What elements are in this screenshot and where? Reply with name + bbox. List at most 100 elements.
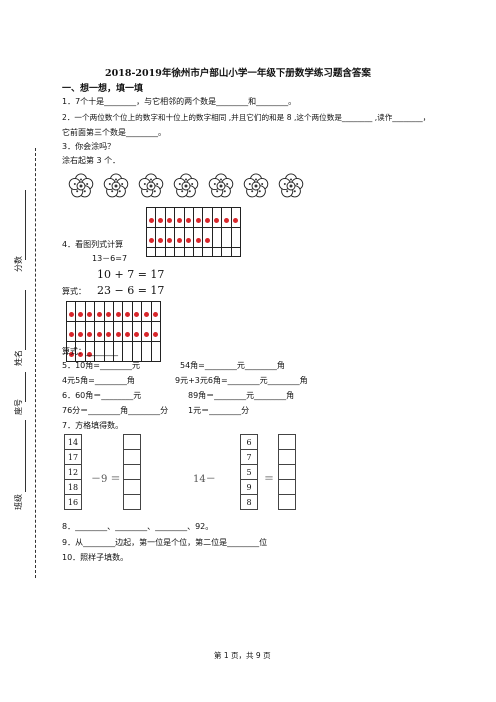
answer-cell[interactable] [278, 464, 296, 480]
red-dot [195, 218, 201, 223]
red-dot [153, 332, 159, 337]
grid-cell [84, 321, 96, 342]
number-cell: 5 [240, 464, 258, 480]
question-6b: 89角＝________元________角 [188, 391, 295, 400]
grid-cell [103, 321, 114, 342]
red-dot [186, 218, 192, 223]
grid-cell [221, 246, 232, 258]
grid-cell [164, 207, 176, 228]
question-2-line1: 2．一个两位数个位上的数字和十位上的数字相同 ,并且它们的和是 8 ,这个两位数… [62, 113, 431, 122]
answer-cell[interactable] [123, 464, 141, 480]
red-dot [125, 332, 131, 337]
name-underline [25, 290, 26, 350]
red-dot [143, 332, 149, 337]
question-8: 8．________、________、________、92。 [62, 522, 214, 531]
class-underline [25, 420, 26, 492]
score-underline [25, 190, 26, 260]
grid-cell [141, 321, 152, 342]
grid-cell [122, 341, 133, 362]
flower-icon[interactable] [278, 173, 304, 199]
number-cell: 8 [240, 494, 258, 510]
flower-icon[interactable] [103, 173, 129, 199]
flower-icon[interactable] [68, 173, 94, 199]
grid-cell [112, 321, 124, 342]
grid-cell [230, 227, 241, 248]
red-dot [158, 218, 164, 223]
red-dot [87, 312, 93, 317]
number-cell: 6 [240, 434, 258, 450]
grid-cell [230, 207, 241, 228]
question-4-label: 算式： [62, 287, 86, 296]
grid-cell [155, 227, 166, 248]
question-1: 1．7个十是________，与它相邻的两个数是________和_______… [62, 97, 297, 106]
red-dot [68, 332, 74, 337]
red-dot [106, 332, 112, 337]
grid-cell [103, 301, 114, 322]
red-dot [115, 332, 121, 337]
answer-cell[interactable] [123, 449, 141, 465]
red-dot [186, 238, 192, 243]
grid-cell [174, 246, 185, 258]
flower-icon[interactable] [173, 173, 199, 199]
answer-cell[interactable] [278, 449, 296, 465]
grid-cell [192, 227, 204, 248]
grid-cell [94, 321, 105, 342]
question-6a: 6．60角＝________元 [62, 391, 142, 400]
grid-cell [65, 301, 77, 322]
question-9: 9．从________边起，第一位是个位，第二位是________位 [62, 538, 268, 547]
grid-cell [141, 341, 152, 362]
answer-cell[interactable] [123, 494, 141, 510]
grid-cell [174, 227, 185, 248]
right-operation: 14－ [193, 474, 216, 485]
answer-cell[interactable] [278, 494, 296, 510]
grid-cell [183, 207, 194, 228]
red-dot [87, 352, 93, 357]
question-4-equation-1: 10 + 7 = 17 [97, 268, 165, 281]
number-cell: 7 [240, 449, 258, 465]
grid-cell [122, 321, 133, 342]
answer-cell[interactable] [278, 434, 296, 450]
red-dot [115, 312, 121, 317]
right-answer-column[interactable] [278, 434, 296, 510]
number-cell: 9 [240, 479, 258, 495]
red-dot [167, 238, 173, 243]
answer-cell[interactable] [123, 479, 141, 495]
grid-cell [112, 301, 124, 322]
flower-icon[interactable] [243, 173, 269, 199]
red-dot [68, 312, 74, 317]
red-dot [214, 218, 220, 223]
grid-cell [202, 227, 213, 248]
grid-cell [221, 227, 232, 248]
red-dot [195, 238, 201, 243]
red-dot [205, 218, 211, 223]
question-6d: 1元＝________分 [188, 406, 250, 415]
left-operation: －9 ＝ [91, 474, 121, 485]
grid-cell [131, 341, 143, 362]
question-7: 7．方格填得数。 [62, 421, 124, 430]
grid-cell [202, 246, 213, 258]
grid-cell [183, 246, 194, 258]
red-dot [134, 332, 140, 337]
answer-cell[interactable] [278, 479, 296, 495]
grid-cell [174, 207, 185, 228]
page-title: 2018-2019年徐州市户部山小学一年级下册数学练习题含答案 [105, 68, 371, 79]
grid-cell [75, 301, 86, 322]
grid-cell [150, 341, 161, 362]
side-label-class: 班级 [14, 494, 23, 510]
left-answer-column[interactable] [123, 434, 141, 510]
grid-cell [164, 246, 176, 258]
answer-cell[interactable] [123, 434, 141, 450]
red-dot [167, 218, 173, 223]
question-5b: 54角=________元________角 [180, 361, 285, 370]
grid-cell [131, 321, 143, 342]
side-label-score: 分数 [14, 256, 23, 272]
red-dot [158, 238, 164, 243]
flower-icon[interactable] [138, 173, 164, 199]
flower-icon[interactable] [208, 173, 234, 199]
grid-cell [164, 227, 176, 248]
grid-cell [155, 246, 166, 258]
grid-cell [192, 207, 204, 228]
question-3-instruction: 涂右起第 3 个． [62, 156, 121, 165]
question-3: 3．你会涂吗？ [62, 142, 116, 151]
